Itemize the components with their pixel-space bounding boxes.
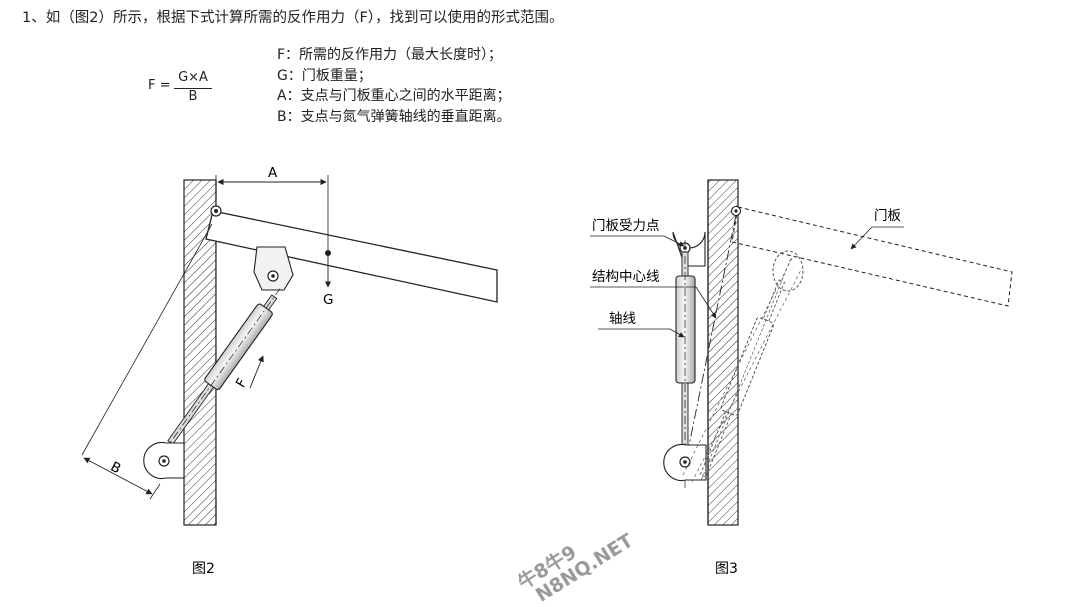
- formula-lhs: F =: [148, 78, 171, 93]
- definition-b: B：支点与氮气弹簧轴线的垂直距离。: [277, 108, 511, 125]
- definitions-list: F：所需的反作用力（最大长度时）； G：门板重量； A：支点与门板重心之间的水平…: [277, 45, 511, 127]
- label-a: A: [268, 165, 278, 181]
- definition-f: F：所需的反作用力（最大长度时）；: [277, 47, 503, 63]
- formula-numerator: G×A: [178, 70, 208, 85]
- label-force-point: 门板受力点: [592, 218, 660, 234]
- figure-2-caption: 图2: [192, 561, 215, 577]
- fraction-bar: [174, 88, 212, 89]
- gas-spring: [163, 288, 281, 452]
- label-b: B: [108, 459, 124, 477]
- center-of-gravity: [325, 250, 331, 256]
- structure-center-line: [682, 214, 737, 476]
- door-panel-dashed: [731, 206, 1013, 307]
- label-center-line: 结构中心线: [592, 269, 660, 285]
- figure-3-caption: 图3: [715, 561, 738, 577]
- diagram-canvas: A G F B 图2: [81, 165, 1013, 577]
- definition-g: G：门板重量；: [277, 67, 372, 84]
- figure-3: 门板受力点 结构中心线 轴线 门板 图3: [590, 179, 1013, 577]
- label-door: 门板: [874, 208, 902, 224]
- page-heading: 1、如（图2）所示，根据下式计算所需的反作用力（F），找到可以使用的形式范围。: [22, 10, 564, 26]
- definition-a: A：支点与门板重心之间的水平距离；: [277, 88, 511, 104]
- label-axis: 轴线: [609, 311, 636, 327]
- door-panel: [205, 210, 498, 303]
- figure-2: A G F B 图2: [81, 165, 498, 577]
- upper-bracket: [253, 246, 294, 291]
- label-g: G: [323, 292, 333, 308]
- label-f: F: [233, 376, 251, 391]
- formula-denominator: B: [188, 89, 198, 104]
- gas-spring-ghost: [699, 258, 792, 482]
